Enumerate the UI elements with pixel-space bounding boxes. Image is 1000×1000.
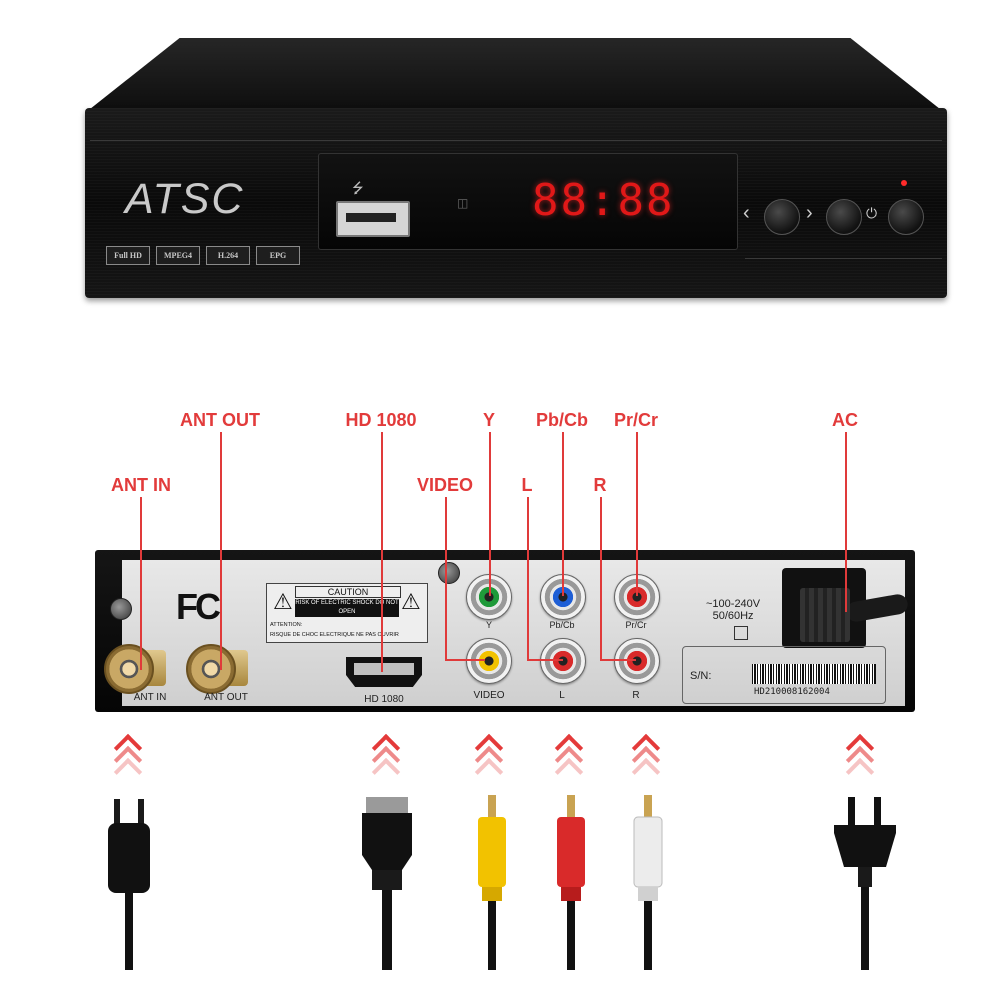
callout-line [636,432,638,596]
feature-badges: Full HD MPEG4 H.264 EPG [106,246,300,265]
port-label-l: L [559,690,565,701]
ir-sensor-icon: ◫ [457,196,469,210]
label-ant-in: ANT IN [111,475,171,495]
coax-plug-icon [108,799,150,970]
callout-line [445,497,447,660]
screw-icon [438,562,460,584]
chevron-up-icon [373,730,403,782]
callout-line [845,432,847,612]
caution-label: ⚠ ⚠ CAUTION RISK OF ELECTRIC SHOCK DO NO… [266,583,428,643]
label-l: L [521,475,533,495]
frequency-text: 50/60Hz [712,610,754,622]
power-led [901,180,907,186]
callout-line [527,659,563,661]
chevron-up-icon [556,730,586,782]
ant-in-port[interactable] [104,644,168,700]
label-r: R [593,475,607,495]
caution-title: CAUTION [295,586,401,598]
port-label-pbcb: Pb/Cb [549,620,575,630]
chevron-up-icon [847,730,877,782]
serial-box [682,646,886,704]
callout-line [527,497,529,660]
sn-label: S/N: [690,670,712,682]
caution-line: RISQUE DE CHOC ELECTRIQUE NE PAS OUVRIR [270,632,399,638]
label-hd1080: HD 1080 [345,410,417,430]
callout-line [381,432,383,672]
audio-r-port[interactable] [614,638,660,684]
label-pbcb: Pb/Cb [536,410,588,430]
hdmi-port[interactable] [346,657,422,687]
port-label-hd1080: HD 1080 [364,694,404,705]
chevron-right-icon: › [806,202,813,224]
callout-line [140,497,142,670]
barcode-icon [752,664,876,684]
pr-component-port[interactable] [614,574,660,620]
video-port[interactable] [466,638,512,684]
usb-port[interactable] [336,201,410,237]
left-button[interactable] [764,199,800,235]
label-prcr: Pr/Cr [613,410,659,430]
port-label-r: R [632,690,640,701]
caution-line: ATTENTION: [270,622,303,628]
badge: Full HD [106,246,150,265]
serial-number: HD210008162004 [754,687,830,697]
rca-plug-icon [557,795,585,970]
label-ant-out: ANT OUT [180,410,260,430]
callout-line [562,432,564,596]
led-clock-display: 88:88 [532,175,675,226]
chevron-up-icon [633,730,663,782]
badge: H.264 [206,246,250,265]
audio-l-port[interactable] [540,638,586,684]
port-label-prcr: Pr/Cr [625,620,647,630]
callout-line [445,659,485,661]
port-label-ant-out: ANT OUT [204,692,248,703]
usb-icon: ⭍ [352,180,364,196]
power-rating: ~100-240V 50/60Hz [706,598,760,622]
rca-plug-icon [633,795,663,970]
callout-line [489,432,491,596]
voltage-text: ~100-240V [706,598,761,610]
warning-triangle-icon: ⚠ [401,589,421,614]
port-label-y: Y [485,620,493,630]
chevron-up-icon [115,730,145,782]
double-insulation-icon [734,626,748,640]
port-label-ant-in: ANT IN [133,692,167,703]
chevron-left-icon: ‹ [743,202,750,224]
right-button[interactable] [826,199,862,235]
rca-plug-icon [478,795,506,970]
brand-logo: ATSC [125,175,245,223]
callout-line [600,497,602,660]
callout-line [220,432,222,670]
screw-icon [110,598,132,620]
port-label-video: VIDEO [473,690,505,701]
ant-out-port[interactable] [186,644,250,700]
badge: EPG [256,246,300,265]
hdmi-plug-icon [362,797,412,970]
warning-triangle-icon: ⚠ [273,589,293,614]
ac-power-plug[interactable] [800,588,850,642]
label-y: Y [482,410,496,430]
badge: MPEG4 [156,246,200,265]
label-video: VIDEO [416,475,474,495]
caution-warning: RISK OF ELECTRIC SHOCK DO NOT OPEN [295,599,399,617]
power-icon: ⏻ [866,205,878,221]
callout-line [600,659,636,661]
power-plug-icon [834,797,896,970]
fc-mark: FC [176,586,221,627]
chevron-up-icon [476,730,506,782]
label-ac: AC [832,410,858,430]
front-panel-view: ATSC Full HD MPEG4 H.264 EPG ⭍ ◫ 88:88 ‹… [0,0,1000,310]
power-button[interactable] [888,199,924,235]
device-top-surface [85,38,945,113]
